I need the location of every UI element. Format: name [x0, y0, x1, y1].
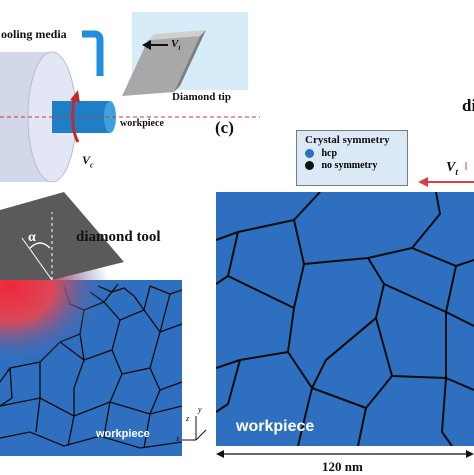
- polycrystal-cross-section: [216, 192, 474, 446]
- vt-arrow-head: [142, 40, 151, 50]
- diamond-tool-wedge: [0, 192, 124, 280]
- alpha-angle-arc: [29, 242, 51, 249]
- panel-c-vt-label: Vt: [446, 160, 458, 177]
- grain-fill: [216, 192, 474, 446]
- panel-c-vt-arrow: [418, 162, 474, 187]
- vc-subscript: c: [90, 160, 94, 170]
- vc-symbol: V: [82, 153, 91, 167]
- tool-workpiece-simulation: [0, 192, 207, 456]
- panel-c-vt-symbol: V: [446, 160, 456, 175]
- vc-label: Vc: [82, 153, 94, 169]
- rotation-arrow: [71, 97, 80, 143]
- grain-boundaries-c: [216, 192, 474, 446]
- panel-a-vt-symbol: V: [171, 38, 179, 50]
- legend-title: Crystal symmetry: [305, 134, 390, 146]
- tool-shank-side: [122, 36, 200, 96]
- axis-x-label: x: [176, 434, 180, 443]
- workpiece-end: [104, 101, 116, 133]
- axis-y-label: y: [198, 405, 202, 414]
- panel-a-vt-subscript: t: [178, 44, 181, 53]
- panel-b: α diamond tool workpiece: [0, 192, 207, 456]
- panel-c-letter: (c): [215, 118, 234, 137]
- cooling-media-label: ooling media: [1, 27, 67, 41]
- panel-c-workpiece-label: workpiece: [236, 418, 315, 435]
- tool-shank-end: [174, 30, 206, 92]
- panel-d-partial-label: di: [462, 96, 474, 115]
- legend-item-hcp: hcp: [297, 146, 407, 159]
- rotation-arrow-head: [70, 90, 80, 103]
- crystal-symmetry-legend: Crystal symmetry hcp no symmetry: [296, 130, 408, 186]
- scale-bar-label: 120 nm: [322, 459, 363, 474]
- alpha-label: α: [28, 230, 36, 245]
- legend-hcp-label: hcp: [321, 148, 338, 159]
- scale-bar: [216, 450, 474, 458]
- axis-triad-icon: [182, 416, 207, 441]
- legend-no-symmetry-label: no symmetry: [321, 160, 378, 171]
- panel-a: ooling media Diamond tip workpiece Vc Vt: [0, 0, 260, 190]
- rake-face-line: [21, 237, 53, 281]
- diamond-tip-label: Diamond tip: [172, 91, 231, 103]
- axis-z-label: z: [186, 414, 190, 423]
- legend-item-no-symmetry: no symmetry: [297, 159, 407, 171]
- panel-b-workpiece-label: workpiece: [96, 428, 150, 440]
- panel-a-workpiece-label: workpiece: [120, 118, 164, 129]
- turning-setup-illustration: [0, 12, 260, 183]
- panel-a-vt-label: Vt: [171, 38, 180, 52]
- diamond-tool-label: diamond tool: [76, 229, 161, 245]
- tool-shank-top: [148, 30, 206, 40]
- hcp-dot-icon: [305, 149, 314, 159]
- panel-c-vt-subscript: t: [455, 166, 458, 177]
- no-symmetry-dot-icon: [305, 161, 314, 171]
- cooling-nozzle: [82, 30, 104, 76]
